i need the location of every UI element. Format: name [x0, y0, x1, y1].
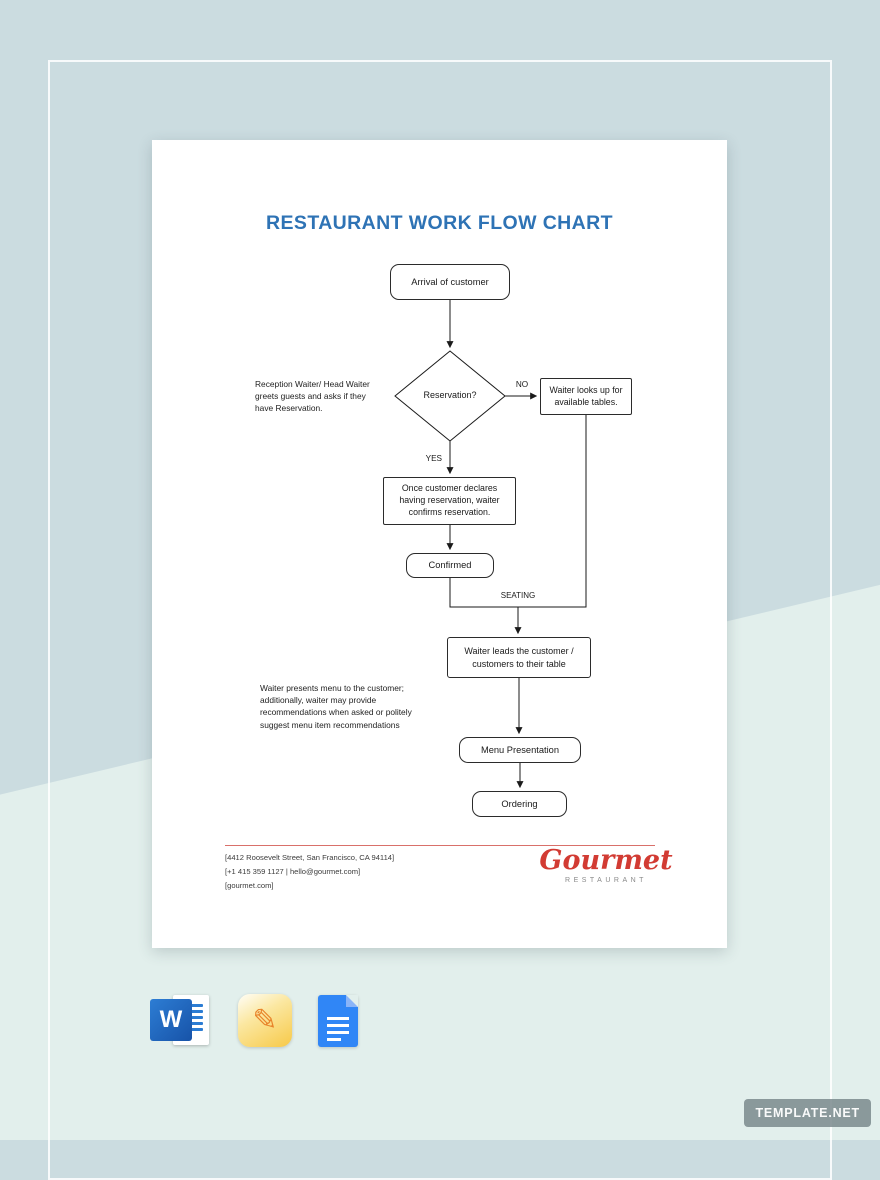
flowchart-connectors	[394, 300, 587, 789]
gourmet-logo: Gourmet RESTAURANT	[531, 845, 681, 885]
flow-node-lookup-tables: Waiter looks up for available tables.	[540, 378, 632, 415]
footer-address: [4412 Roosevelt Street, San Francisco, C…	[225, 853, 395, 862]
annotation-reception: Reception Waiter/ Head Waiter greets gue…	[255, 379, 370, 414]
file-format-icons: W ✎	[150, 994, 358, 1047]
folded-corner-icon	[346, 995, 358, 1007]
edge-label-yes: YES	[425, 454, 442, 463]
flow-node-confirm-reservation: Once customer declares having reservatio…	[383, 477, 516, 525]
footer-phone-email: [+1 415 359 1127 | hello@gourmet.com]	[225, 867, 361, 876]
logo-wordmark: Gourmet	[539, 845, 673, 876]
flow-node-leads-to-table: Waiter leads the customer / customers to…	[447, 637, 591, 678]
google-docs-icon[interactable]	[318, 995, 358, 1047]
page-title: RESTAURANT WORK FLOW CHART	[266, 212, 613, 234]
pages-icon[interactable]: ✎	[238, 994, 292, 1047]
edge-label-seating: SEATING	[500, 591, 536, 600]
footer-contact-block: [4412 Roosevelt Street, San Francisco, C…	[225, 851, 394, 893]
pencil-icon: ✎	[252, 1004, 278, 1037]
flow-node-ordering: Ordering	[472, 791, 567, 817]
word-letter-badge: W	[150, 999, 192, 1041]
footer-website: [gourmet.com]	[225, 881, 274, 890]
word-icon[interactable]: W	[150, 994, 212, 1047]
flow-node-arrival: Arrival of customer	[390, 264, 510, 300]
flow-decision-label: Reservation?	[423, 390, 477, 400]
edge-label-no: NO	[515, 380, 529, 389]
template-net-badge: TEMPLATE.NET	[744, 1099, 871, 1127]
annotation-menu-presentation: Waiter presents menu to the customer; ad…	[260, 683, 412, 730]
footer-divider	[225, 845, 655, 846]
logo-subtext: RESTAURANT	[565, 877, 647, 884]
flow-node-confirmed: Confirmed	[406, 553, 494, 578]
flow-node-menu-presentation: Menu Presentation	[459, 737, 581, 763]
document-page: RESTAURANT WORK FLOW CHART Arrival of cu…	[152, 140, 727, 948]
